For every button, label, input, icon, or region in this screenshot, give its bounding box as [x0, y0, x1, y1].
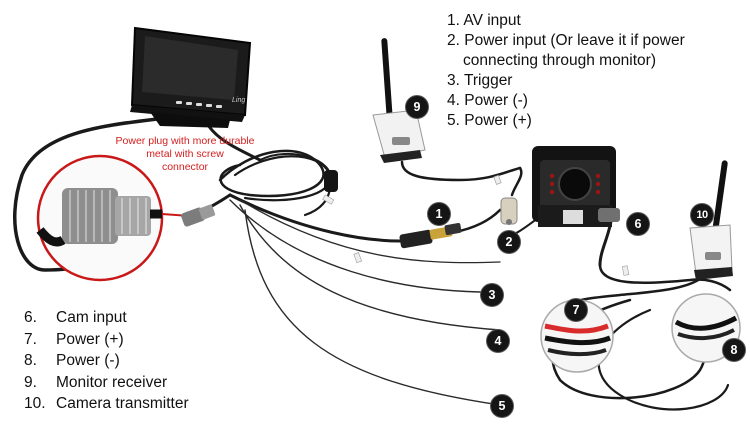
connector-note-line: metal with screw	[146, 148, 224, 160]
screw-connector	[181, 204, 216, 227]
connector-note: Power plug with more durable metal with …	[99, 135, 271, 174]
badge-camera-transmitter: 10	[691, 204, 713, 226]
ferrite-core	[324, 170, 338, 192]
badge-power-minus-closeup: 8	[723, 339, 745, 361]
legend-item: 10. Camera transmitter	[24, 393, 189, 415]
backup-camera	[532, 146, 620, 227]
legend-number: 9.	[24, 373, 37, 391]
legend-item: 5. Power (+)	[447, 112, 532, 129]
badge-power-negative: 4	[487, 330, 509, 352]
monitor-receiver	[372, 38, 426, 163]
badge-power-positive: 5	[491, 395, 513, 417]
connector-note-line: connector	[161, 161, 209, 173]
legend-components: 6. Cam input 7. Power (+) 8. Power (-) 9. Mo…	[24, 307, 189, 415]
legend-label: Monitor receiver	[56, 373, 168, 391]
legend-number: 7.	[24, 330, 37, 348]
legend-label: Power (-)	[56, 352, 120, 369]
cable-labels	[322, 174, 630, 276]
power-wire-closeup-positive	[540, 299, 614, 373]
legend-item: 9. Monitor receiver	[24, 372, 189, 394]
legend-item: 4. Power (-)	[447, 92, 528, 109]
rca-connector	[399, 223, 462, 249]
connector-note-line: Power plug with more durable	[115, 135, 255, 147]
legend-connectors: 1. AV input 2. Power input (Or leave it …	[447, 11, 685, 131]
legend-number: 8.	[24, 352, 37, 369]
badge-power-input: 2	[498, 231, 520, 253]
connector-closeup	[36, 154, 191, 282]
legend-item: 6. Cam input	[24, 307, 189, 329]
badge-monitor-receiver: 9	[406, 96, 428, 118]
dc-plug	[500, 197, 518, 225]
legend-item: 2. Power input (Or leave it if power	[447, 32, 685, 49]
monitor-brand-logo: Ling	[232, 97, 246, 104]
legend-label: Cam input	[56, 309, 127, 326]
badge-av-input: 1	[428, 203, 450, 225]
legend-number: 10.	[24, 395, 46, 412]
legend-label: Power (+)	[56, 330, 124, 348]
legend-item: 3. Trigger	[447, 72, 513, 89]
badge-cam-input: 6	[627, 213, 649, 235]
legend-item-continuation: connecting through monitor)	[463, 52, 657, 69]
legend-label: Camera transmitter	[56, 395, 189, 412]
legend-item: 1. AV input	[447, 12, 521, 29]
camera-transmitter	[689, 160, 733, 280]
legend-number: 6.	[24, 309, 37, 326]
legend-item: 7. Power (+)	[24, 329, 189, 351]
legend-item: 8. Power (-)	[24, 350, 189, 372]
monitor	[130, 26, 252, 128]
badge-trigger: 3	[481, 284, 503, 306]
badge-power-plus-closeup: 7	[565, 299, 587, 321]
